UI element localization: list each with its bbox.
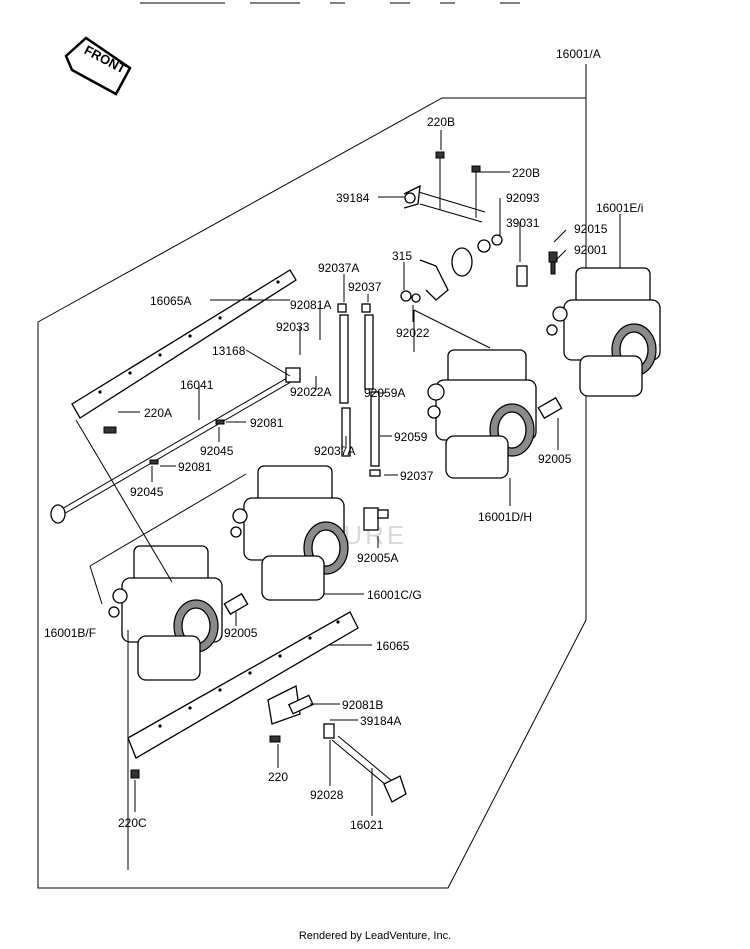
label-92045-1: 92045 — [200, 444, 234, 458]
throttle-shaft-16041 — [50, 367, 301, 524]
label-16041: 16041 — [180, 378, 214, 392]
label-220b-1: 220B — [427, 115, 455, 129]
carburetor-b-f — [108, 545, 223, 681]
label-39184a: 39184A — [360, 714, 401, 728]
label-16065a: 16065A — [150, 294, 191, 308]
label-220b-2: 220B — [512, 166, 540, 180]
fittings-92005 — [223, 396, 563, 616]
part-labels: 16001/A 220B 220B 39184 92093 16001E/i 3… — [44, 47, 643, 832]
label-92059a: 92059A — [364, 386, 405, 400]
label-39031: 39031 — [506, 216, 540, 230]
label-92045-2: 92045 — [130, 485, 164, 499]
label-220: 220 — [268, 770, 288, 784]
label-16001c-g: 16001C/G — [367, 588, 422, 602]
label-16001-a: 16001/A — [556, 47, 601, 61]
label-92093: 92093 — [506, 191, 540, 205]
label-220a: 220A — [144, 406, 172, 420]
label-92022a: 92022A — [290, 385, 331, 399]
label-92005-left: 92005 — [224, 626, 258, 640]
carburetor-e-i — [546, 251, 661, 397]
carburetor-d-h — [427, 349, 537, 479]
assembly-outline — [37, 97, 587, 889]
label-220c: 220C — [118, 816, 147, 830]
label-16001b-f: 16001B/F — [44, 626, 96, 640]
label-92005-right: 92005 — [538, 452, 572, 466]
leader-lines — [75, 130, 621, 870]
label-92028: 92028 — [310, 788, 344, 802]
label-92001: 92001 — [574, 243, 608, 257]
label-92037a-bottom: 92037A — [314, 444, 355, 458]
throttle-link-plate — [400, 151, 528, 303]
bottom-hardware — [130, 685, 407, 803]
label-16001d-h: 16001D/H — [478, 510, 532, 524]
label-92081b: 92081B — [342, 698, 383, 712]
label-315: 315 — [392, 249, 412, 263]
front-arrow-icon: FRONT — [64, 36, 132, 96]
label-92081a: 92081A — [290, 298, 331, 312]
label-92081-1: 92081 — [250, 416, 284, 430]
bracket-16065 — [127, 611, 359, 759]
label-92022: 92022 — [396, 326, 430, 340]
label-16021: 16021 — [350, 818, 384, 832]
label-13168: 13168 — [212, 344, 246, 358]
label-92037-top: 92037 — [348, 280, 382, 294]
carburetor-c-g — [230, 465, 349, 601]
footer-credit: Rendered by LeadVenture, Inc. — [298, 930, 452, 942]
label-92015: 92015 — [574, 222, 608, 236]
label-16001e-i: 16001E/i — [596, 201, 643, 215]
tubes-92059 — [337, 303, 381, 477]
label-16065: 16065 — [376, 639, 410, 653]
bracket-16065a — [71, 269, 297, 434]
label-92059: 92059 — [394, 430, 428, 444]
label-92081-2: 92081 — [178, 460, 212, 474]
label-92033: 92033 — [276, 320, 310, 334]
label-92005a: 92005A — [357, 551, 398, 565]
label-92037a-top: 92037A — [318, 261, 359, 275]
label-39184: 39184 — [336, 191, 370, 205]
label-92037-bottom: 92037 — [400, 469, 434, 483]
